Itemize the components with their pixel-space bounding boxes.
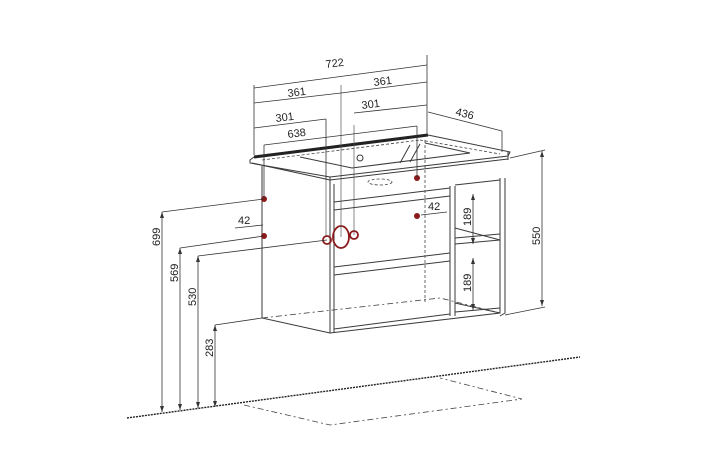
countertop [249, 133, 511, 186]
floor [126, 356, 581, 426]
dim-722: 722 [325, 57, 345, 71]
dim-361-right: 361 [373, 75, 393, 89]
arrowheads [160, 151, 544, 412]
overflow-outline [367, 178, 393, 186]
dim-189-upper: 189 [462, 208, 474, 226]
connection-points [261, 85, 420, 249]
dim-699: 699 [151, 228, 163, 246]
water-inlet-left-icon [322, 235, 332, 245]
dim-283: 283 [204, 339, 216, 357]
top-dimensions: 722 361 361 301 301 638 436 [253, 55, 503, 199]
dim-569: 569 [169, 264, 181, 282]
dim-550: 550 [531, 227, 543, 245]
left-dimensions: 699 569 530 283 42 [151, 198, 328, 412]
dim-638: 638 [287, 127, 307, 141]
dim-42-right: 42 [428, 201, 440, 213]
drain-hole-icon [356, 154, 364, 162]
dim-189-lower: 189 [462, 274, 474, 292]
connection-point-right-lower [414, 213, 420, 219]
dim-301-left: 301 [275, 111, 295, 125]
dim-436: 436 [454, 106, 475, 122]
right-dimensions: 550 189 189 42 [420, 149, 546, 316]
dim-301-right: 301 [361, 98, 381, 112]
cabinet-body [261, 140, 506, 334]
dim-42-left: 42 [238, 215, 250, 227]
dim-361-left: 361 [287, 86, 307, 100]
dim-530: 530 [187, 288, 199, 306]
